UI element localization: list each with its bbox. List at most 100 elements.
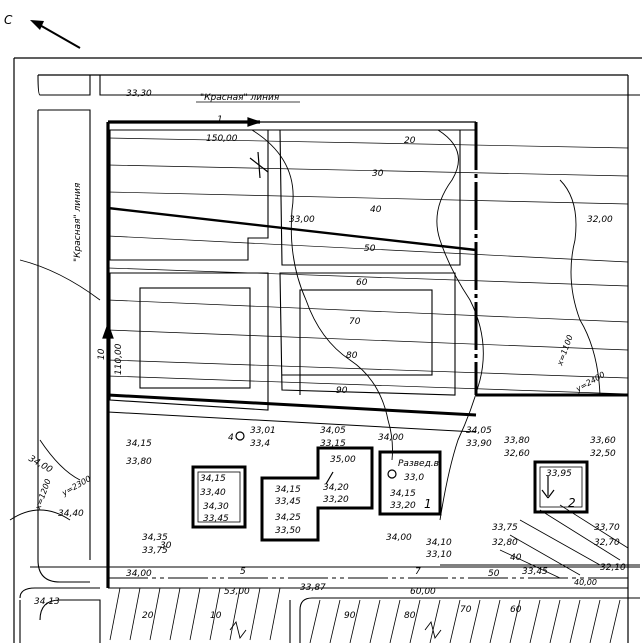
elev-top-left: 33,30 xyxy=(126,89,152,99)
flow-arrows xyxy=(102,117,555,499)
elev-b2-d: 33,50 xyxy=(275,526,301,536)
north-letter: С xyxy=(4,13,13,27)
elev-b1-d: 33,45 xyxy=(203,514,229,524)
elev-center-2: 33,4 xyxy=(250,439,270,449)
boundary-bottom-segment2: 5 xyxy=(240,567,246,577)
boundary-top-length: 150,00 xyxy=(206,134,238,144)
grid-tick: 90 xyxy=(336,386,348,396)
elev-right-8: 32,70 xyxy=(594,538,620,548)
grid-tick: 20 xyxy=(404,136,416,146)
red-line-top-label: "Красная" линия xyxy=(200,93,280,103)
slope-tick: 50 xyxy=(488,569,500,579)
elevation-labels: 33,30 34,15 33,80 34,40 34,35 33,75 34,1… xyxy=(27,89,627,607)
elev-center-1: 33,01 xyxy=(250,426,276,436)
slope-tick: 70 xyxy=(460,605,472,615)
north-arrow: С xyxy=(4,13,81,49)
elev-b4-c: 33,20 xyxy=(390,501,416,511)
boundary-bottom-segment: 7 xyxy=(415,567,421,577)
building-4 xyxy=(533,460,589,514)
elev-right-7: 33,70 xyxy=(594,523,620,533)
elev-right-2: 33,90 xyxy=(466,439,492,449)
elev-bottom-2: 33,10 xyxy=(426,550,452,560)
building-1 xyxy=(191,465,247,529)
coord-y2: y=2400 xyxy=(574,370,607,394)
elev-b2-a: 34,15 xyxy=(275,485,301,495)
grid-tick: 80 xyxy=(346,351,358,361)
slope-hatching xyxy=(109,587,621,643)
elev-b3-top: 35,00 xyxy=(330,455,356,465)
coord-x: x=1200 xyxy=(33,478,53,512)
boundary-bottom-length: 60,00 xyxy=(410,587,436,597)
elev-b5-num: 2 xyxy=(568,496,576,510)
slope-tick: 90 xyxy=(344,611,356,621)
red-line-left-label: "Красная" линия xyxy=(73,182,83,262)
elev-left-3: 34,40 xyxy=(58,509,84,519)
blocks xyxy=(109,129,461,411)
grid-tick: 70 xyxy=(349,317,361,327)
grid-tick: 60 xyxy=(356,278,368,288)
grid-tick-labels: 20 30 40 50 60 70 80 90 xyxy=(336,136,416,396)
elev-center-marker: 4 xyxy=(228,433,234,443)
elev-b1-a: 34,15 xyxy=(200,474,226,484)
boundary-top-segment: 1 xyxy=(217,115,223,125)
elev-left-4: 34,35 xyxy=(142,533,168,543)
boundary-left-length: 110,00 xyxy=(114,343,124,375)
elev-b4-label: Развед.в. xyxy=(398,459,442,469)
slope-hatching-right xyxy=(499,504,629,579)
slope-tick: 80 xyxy=(404,611,416,621)
boundary-left-segment: 10 xyxy=(97,348,107,360)
elev-b4-num: 1 xyxy=(424,497,432,511)
grid-tick: 50 xyxy=(364,244,376,254)
elev-b2-b: 33,45 xyxy=(275,497,301,507)
elev-bottom-5: 33,87 xyxy=(300,583,326,593)
elev-bottom-9: 34,00 xyxy=(126,569,152,579)
elev-center-3: 34,05 xyxy=(320,426,346,436)
slope-tick: 40 xyxy=(510,553,522,563)
elev-contour-3400: 34,00 xyxy=(27,454,55,476)
elev-bottom-8: 34,00 xyxy=(386,533,412,543)
elev-bottom-4: 32,80 xyxy=(492,538,518,548)
grid-lines xyxy=(107,137,629,395)
break-marks xyxy=(229,620,442,640)
elev-bottom-1: 34,10 xyxy=(426,538,452,548)
grid-tick: 40 xyxy=(370,205,382,215)
elev-bottom-left: 34,13 xyxy=(34,597,60,607)
elev-bottom-3: 33,75 xyxy=(492,523,518,533)
elev-left-5: 33,75 xyxy=(142,546,168,556)
red-line-boundary xyxy=(106,120,628,589)
elev-b5-top: 33,95 xyxy=(546,469,572,479)
slope-tick: 60 xyxy=(510,605,522,615)
slope-tick: 20 xyxy=(142,611,154,621)
elev-right-1: 34,05 xyxy=(466,426,492,436)
elev-bottom-6: 33,45 xyxy=(522,567,548,577)
slope-tick: 10 xyxy=(210,611,222,621)
contours xyxy=(9,129,601,521)
building-2 xyxy=(260,446,374,542)
boundary-bottom-mid: 53,00 xyxy=(224,587,250,597)
coord-x2: x=1100 xyxy=(555,334,575,368)
elev-center-4: 33,15 xyxy=(320,439,346,449)
elev-b1-b: 33,40 xyxy=(200,488,226,498)
elev-right-3: 33,80 xyxy=(504,436,530,446)
elev-b4-b: 34,15 xyxy=(390,489,416,499)
elev-b1-c: 34,30 xyxy=(203,502,229,512)
elev-bottom-7: 40,00 xyxy=(574,578,597,587)
elev-right-5: 33,60 xyxy=(590,436,616,446)
elev-b4-a: 33,0 xyxy=(404,473,424,483)
outer-frame xyxy=(13,57,642,643)
grid-tick: 30 xyxy=(372,169,384,179)
building-3 xyxy=(378,450,442,516)
elev-left-2: 33,80 xyxy=(126,457,152,467)
contour-label: 33,00 xyxy=(289,215,315,225)
elev-b2-c: 34,25 xyxy=(275,513,301,523)
elev-right-6: 32,50 xyxy=(590,449,616,459)
elev-center-5: 34,00 xyxy=(378,433,404,443)
elev-b3-b: 33,20 xyxy=(323,495,349,505)
elev-right-9: 32,10 xyxy=(600,563,626,573)
elev-b3-a: 34,20 xyxy=(323,483,349,493)
elev-left-1: 34,15 xyxy=(126,439,152,449)
contour-label: 32,00 xyxy=(587,215,613,225)
slope-tick: 30 xyxy=(160,541,172,551)
roads xyxy=(19,74,640,643)
elev-right-4: 32,60 xyxy=(504,449,530,459)
